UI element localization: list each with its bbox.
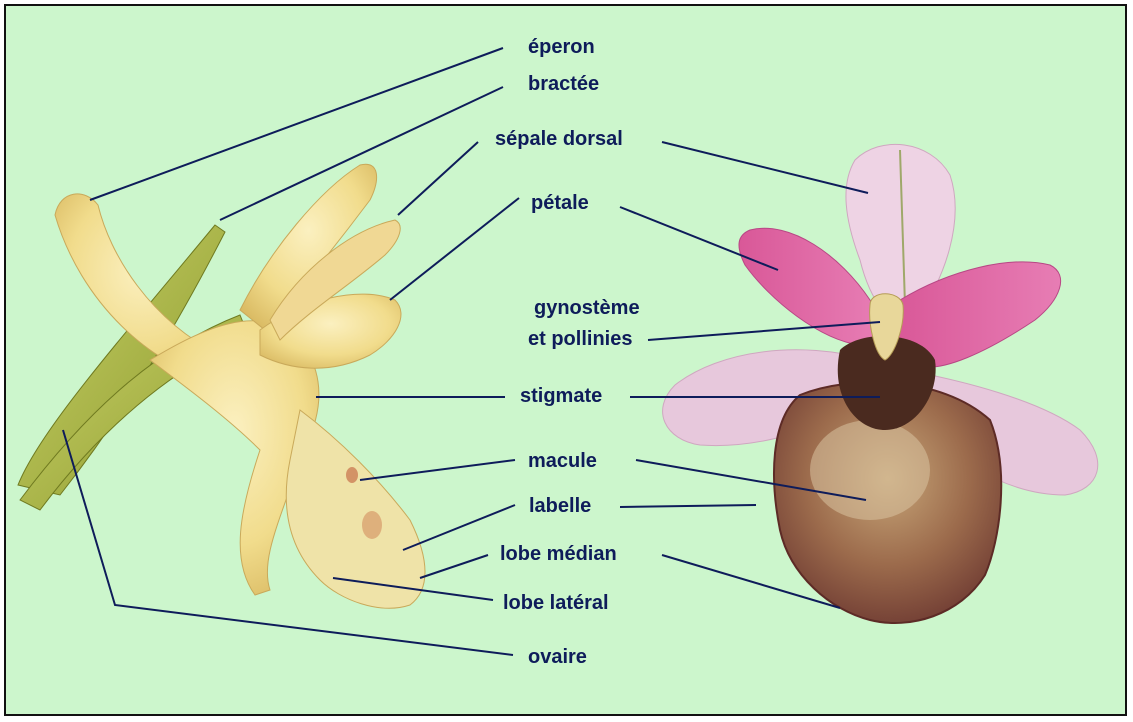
leader-petale-left [390, 198, 519, 300]
macule-spot [346, 467, 358, 483]
label-lobe-lateral: lobe latéral [503, 591, 609, 615]
label-labelle: labelle [529, 494, 591, 518]
leader-macule-left [360, 460, 515, 480]
leader-labelle-left [403, 505, 515, 550]
label-stigmate: stigmate [520, 384, 602, 408]
macule-pattern [810, 420, 930, 520]
label-gynosteme-line1: gynostème [534, 296, 640, 320]
label-eperon: éperon [528, 35, 595, 59]
label-ovaire: ovaire [528, 645, 587, 669]
macule-spot [362, 511, 382, 539]
leader-sepale-dorsal-right [662, 142, 868, 193]
leader-lobe-median-left [420, 555, 488, 578]
labellum-side-shape [286, 410, 425, 608]
label-petale: pétale [531, 191, 589, 215]
label-sepale-dorsal: sépale dorsal [495, 127, 623, 151]
label-macule: macule [528, 449, 597, 473]
leader-labelle-right [620, 505, 756, 507]
label-bractee: bractée [528, 72, 599, 96]
label-lobe-median: lobe médian [500, 542, 617, 566]
label-gynosteme-line2: et pollinies [528, 327, 632, 351]
leader-eperon [90, 48, 503, 200]
side-view-flower [18, 164, 425, 608]
leader-sepale-dorsal-left [398, 142, 478, 215]
front-view-flower [663, 144, 1098, 623]
